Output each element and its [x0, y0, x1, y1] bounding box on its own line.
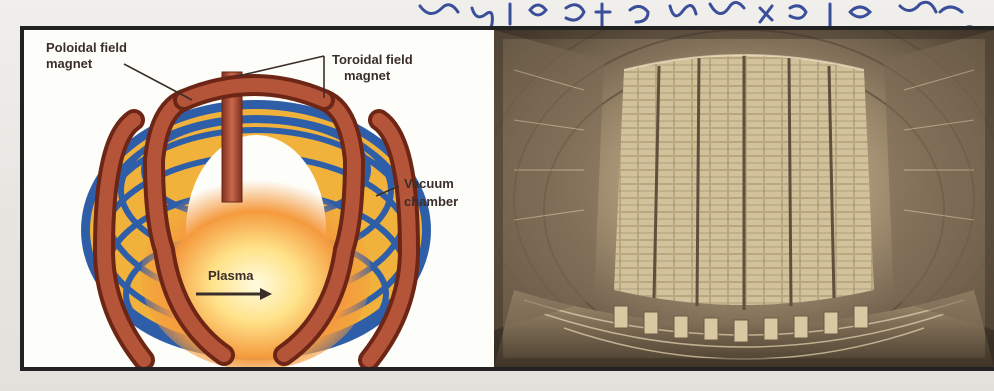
vacuum-label-line2: chamber [404, 194, 458, 209]
plasma-label: Plasma [208, 268, 254, 283]
vessel-interior-illustration [494, 30, 994, 367]
central-column [614, 54, 874, 310]
tokamak-interior-photo [494, 30, 994, 367]
toroidal-label-line1: Toroidal field [332, 52, 413, 67]
tokamak-diagram-panel: Poloidal field magnet Toroidal field mag… [24, 30, 494, 367]
vacuum-label-line1: Vacuum [404, 176, 454, 191]
poloidal-label-line1: Poloidal field [46, 40, 127, 55]
poloidal-label-line2: magnet [46, 56, 93, 71]
tokamak-diagram: Poloidal field magnet Toroidal field mag… [24, 30, 494, 367]
toroidal-label-line2: magnet [344, 68, 391, 83]
